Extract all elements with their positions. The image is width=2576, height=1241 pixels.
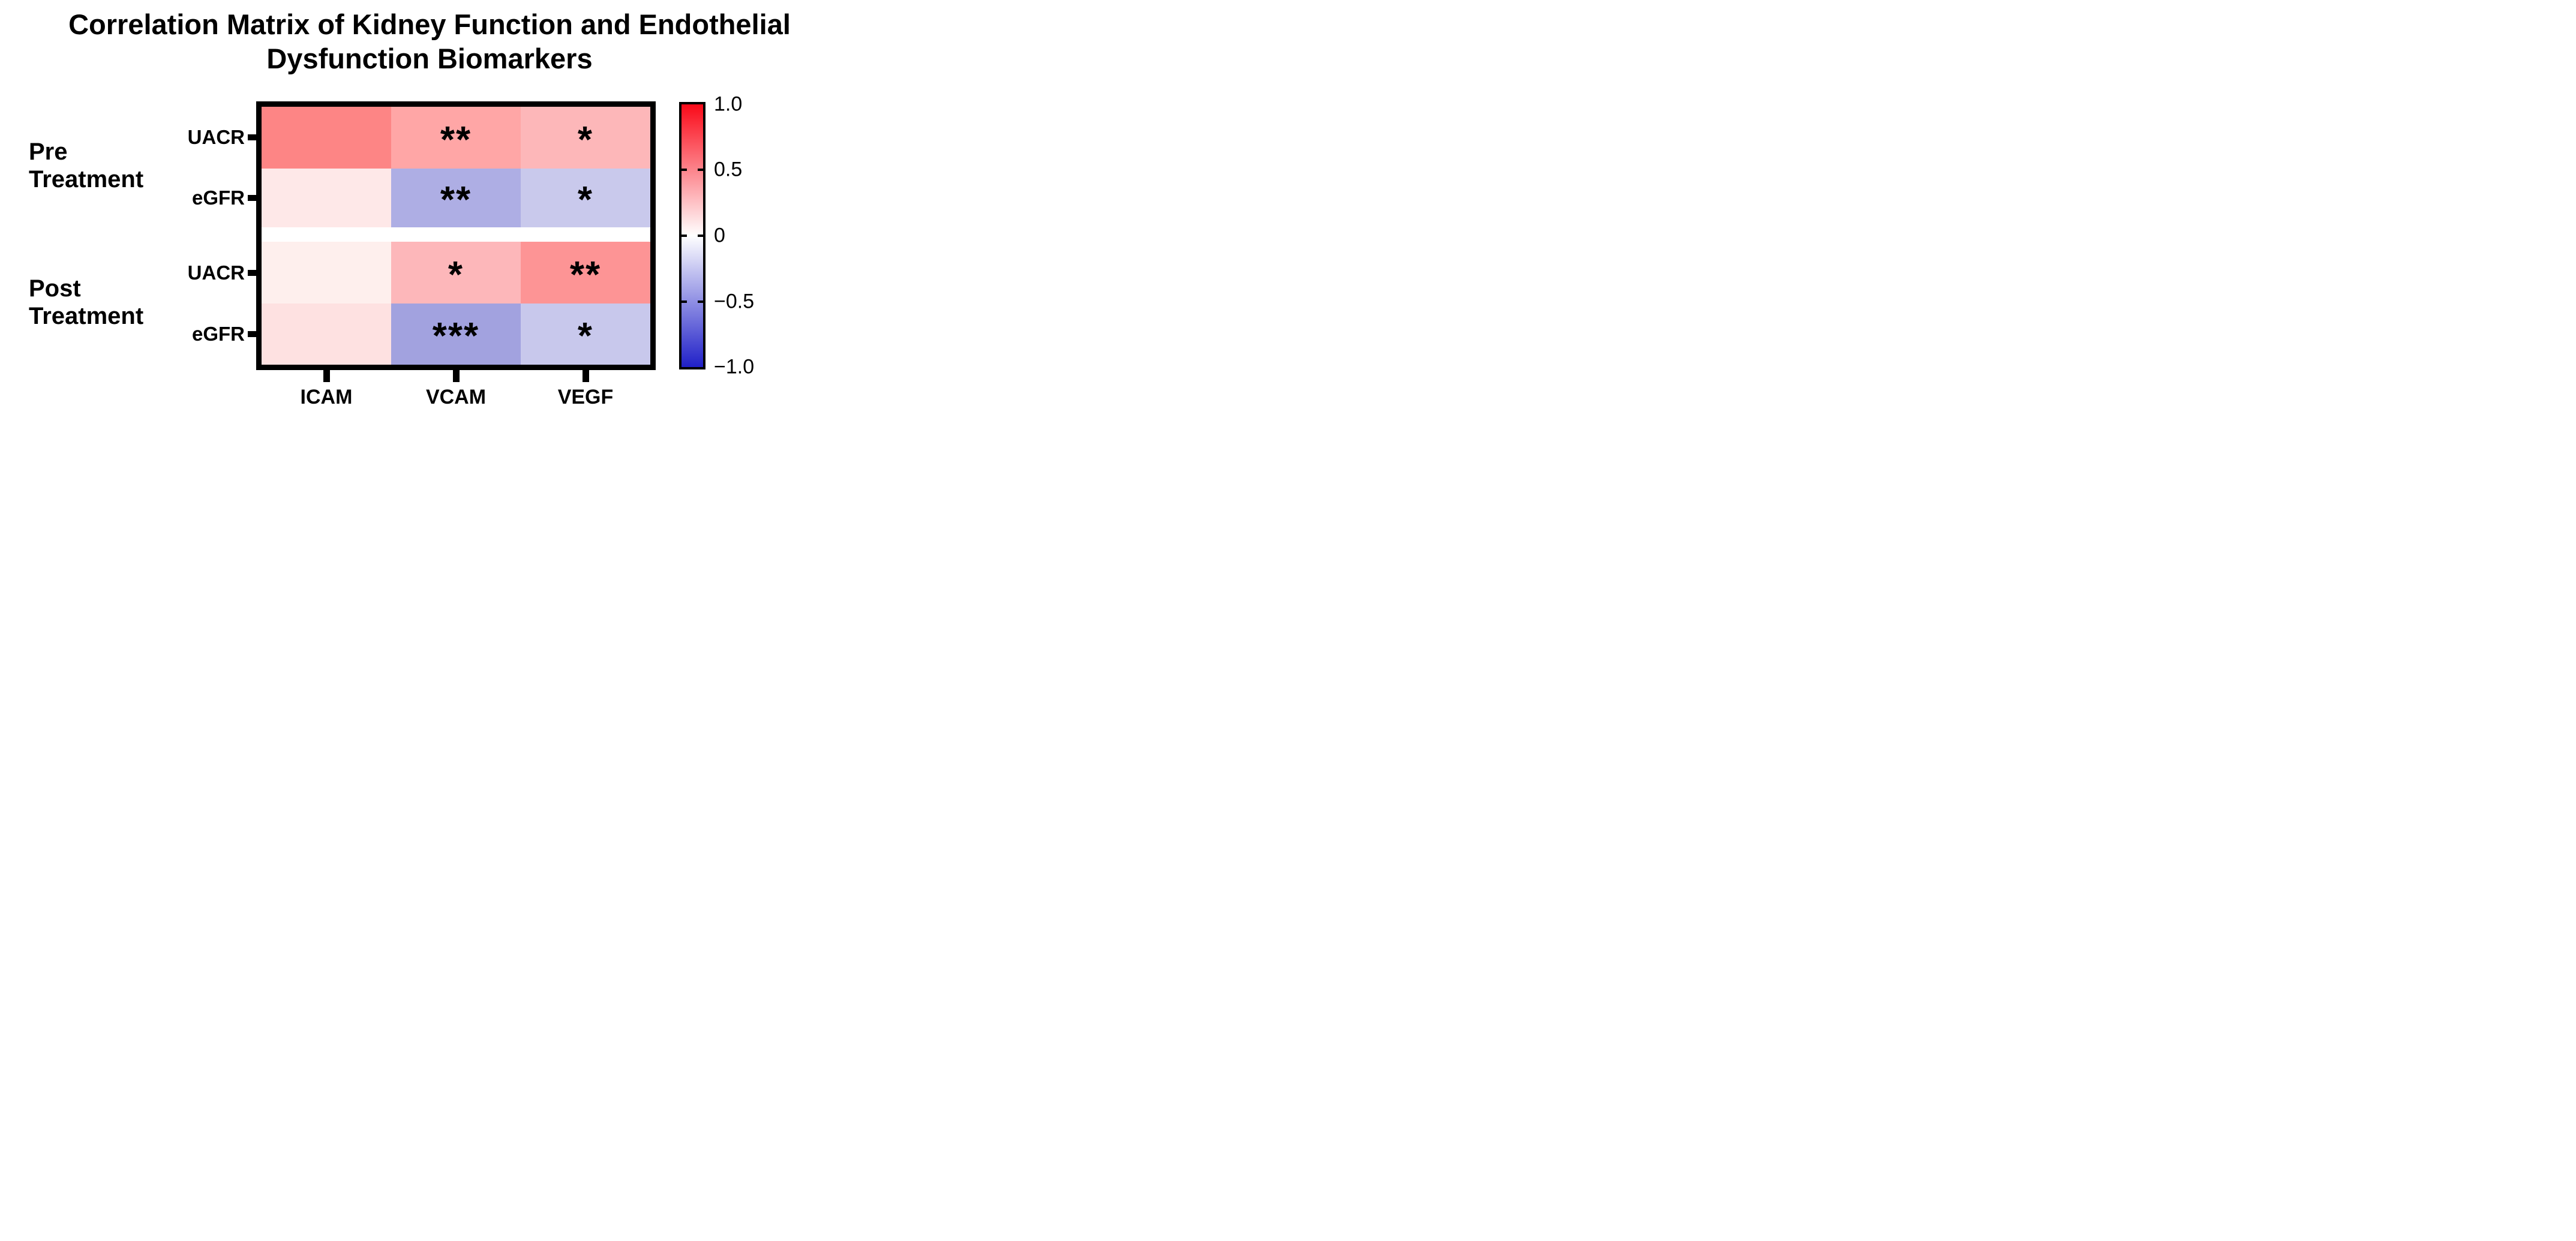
significance-stars: ** (569, 254, 602, 296)
heatmap-cell-0-2: * (521, 107, 650, 169)
heatmap-cell-3-1: *** (391, 304, 521, 365)
heatmap-cell-1-0 (262, 169, 391, 227)
heatmap-cell-2-1: * (391, 242, 521, 304)
row-label-pre-egfr: eGFR (191, 187, 245, 209)
row-tick-pre-uacr (248, 134, 256, 140)
group-label-post-line1: Post (29, 275, 81, 302)
significance-stars: * (577, 119, 594, 161)
row-tick-pre-egfr (248, 195, 256, 201)
significance-stars: ** (440, 179, 472, 221)
heatmap-row-post-egfr: **** (262, 304, 650, 365)
group-label-pre-line2: Treatment (29, 166, 144, 193)
group-label-pre-treatment: Pre Treatment (29, 138, 143, 193)
row-label-post-uacr: UACR (187, 262, 245, 284)
chart-title-line2: Dysfunction Biomarkers (266, 43, 593, 75)
heatmap-cell-2-2: ** (521, 242, 650, 304)
colorbar-label-neg1.0: −1.0 (714, 355, 755, 378)
row-label-pre-uacr: UACR (187, 126, 245, 148)
colorbar-tick-neg0.5-left (681, 301, 687, 303)
col-label-vcam: VCAM (425, 386, 487, 408)
colorbar-tick-0-left (681, 235, 687, 237)
colorbar-tick-0-right (698, 235, 703, 237)
colorbar-tick-0.5-right (698, 169, 703, 171)
heatmap-cell-1-2: * (521, 169, 650, 227)
chart-title-line1: Correlation Matrix of Kidney Function an… (68, 8, 791, 40)
colorbar-tick-0.5-left (681, 169, 687, 171)
significance-stars: *** (432, 315, 480, 357)
colorbar-label-0.5: 0.5 (714, 158, 743, 181)
significance-stars: * (577, 179, 594, 221)
heatmap-cell-2-0 (262, 242, 391, 304)
section-gap (262, 227, 650, 242)
row-tick-post-egfr (248, 331, 256, 337)
heatmap-row-pre-egfr: *** (262, 169, 650, 227)
colorbar-label-neg0.5: −0.5 (714, 290, 755, 313)
colorbar-label-1.0: 1.0 (714, 92, 743, 116)
group-label-pre-line1: Pre (29, 139, 68, 165)
heatmap-cell-3-0 (262, 304, 391, 365)
colorbar-label-0: 0 (714, 224, 725, 247)
heatmap-row-pre-uacr: *** (262, 107, 650, 169)
heatmap-cell-3-2: * (521, 304, 650, 365)
heatmap-cell-1-1: ** (391, 169, 521, 227)
colorbar (679, 102, 705, 369)
chart-title: Correlation Matrix of Kidney Function an… (0, 7, 859, 76)
col-label-icam: ICAM (300, 386, 353, 408)
col-tick-vcam (453, 370, 460, 382)
heatmap: *** *** *** **** (256, 101, 656, 370)
group-label-post-line2: Treatment (29, 303, 144, 329)
significance-stars: ** (440, 119, 472, 161)
significance-stars: * (577, 315, 594, 357)
row-tick-post-uacr (248, 270, 256, 276)
significance-stars: * (448, 254, 464, 296)
group-label-post-treatment: Post Treatment (29, 275, 143, 330)
heatmap-cell-0-0 (262, 107, 391, 169)
col-tick-vegf (583, 370, 589, 382)
col-tick-icam (323, 370, 330, 382)
correlation-heatmap-figure: Correlation Matrix of Kidney Function an… (0, 0, 859, 414)
col-label-vegf: VEGF (557, 386, 614, 408)
heatmap-cell-0-1: ** (391, 107, 521, 169)
row-label-post-egfr: eGFR (191, 323, 245, 345)
colorbar-tick-neg0.5-right (698, 301, 703, 303)
heatmap-row-post-uacr: *** (262, 242, 650, 304)
